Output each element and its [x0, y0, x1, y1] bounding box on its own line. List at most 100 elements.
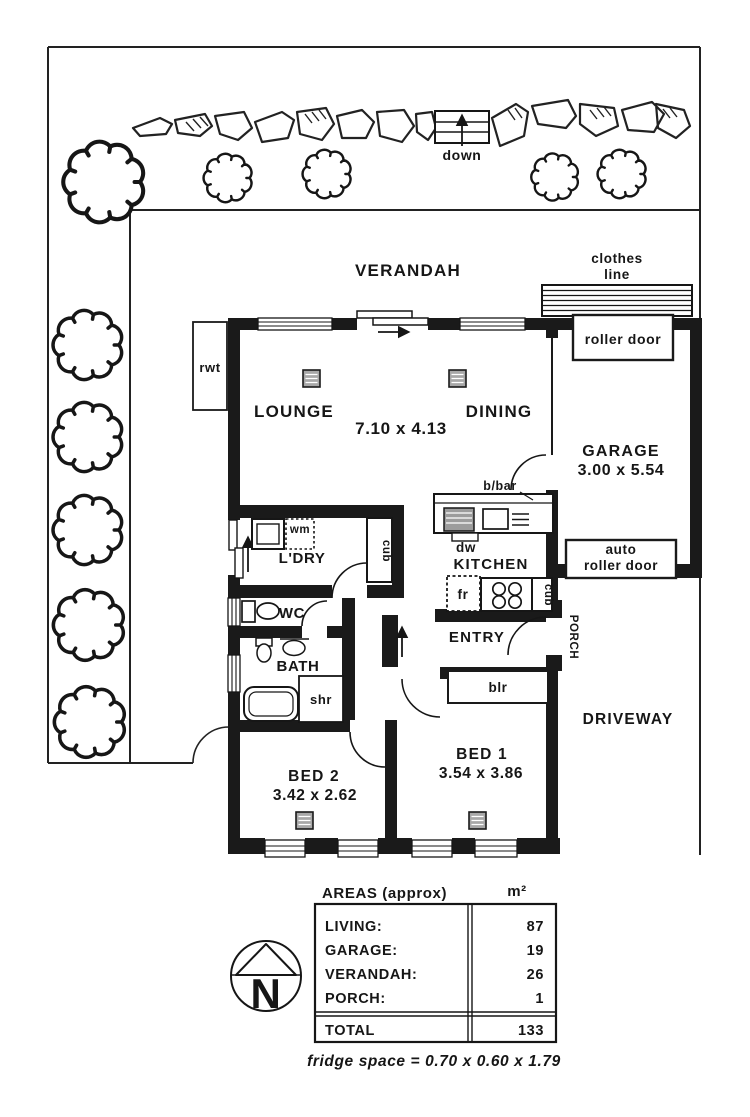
- fridge-note: fridge space = 0.70 x 0.60 x 1.79: [307, 1053, 561, 1070]
- tree-icon: [51, 493, 124, 567]
- entry-door-arc: [507, 616, 547, 656]
- total-label: TOTAL: [325, 1023, 375, 1039]
- garden-steps: [434, 110, 490, 146]
- cub-kitchen-label: cub: [542, 584, 554, 606]
- bbar-leader-line: [519, 491, 534, 501]
- rainwater-tank-box: [192, 321, 228, 411]
- area-row-value: 26: [527, 967, 544, 983]
- area-row-value: 1: [535, 991, 544, 1007]
- roller-door-label: roller door: [585, 331, 662, 347]
- area-row-label: GARAGE:: [325, 943, 398, 959]
- laundry-fixtures: [251, 517, 393, 583]
- laundry-trough: [251, 518, 285, 550]
- verandah-label: VERANDAH: [355, 261, 461, 280]
- wc-label: WC: [279, 605, 305, 622]
- area-row-label: PORCH:: [325, 991, 386, 1007]
- rwt-label: rwt: [199, 360, 220, 375]
- north-compass-icon: N: [230, 940, 302, 1017]
- shr-label: shr: [310, 692, 332, 707]
- sink: [482, 508, 529, 530]
- laundry-door-arc: [331, 562, 368, 599]
- vent-icon: [302, 369, 321, 388]
- bath-label: BATH: [277, 658, 320, 675]
- bed2-door-arc: [349, 731, 386, 768]
- clothes-line-label-1: clothes: [591, 251, 642, 266]
- bed2-dims-label: 3.42 x 2.62: [273, 787, 357, 804]
- auto-roller-door-box: [564, 538, 678, 580]
- dw-label: dw: [456, 540, 476, 555]
- cub-laundry-label: cub: [380, 540, 392, 562]
- north-letter: N: [251, 970, 282, 1017]
- window: [411, 839, 453, 858]
- tree-icon: [51, 400, 124, 474]
- areas-unit: m²: [507, 883, 527, 900]
- wm-label: wm: [289, 524, 310, 536]
- clothes-line: [541, 284, 693, 317]
- window: [227, 654, 241, 693]
- roller-door-box: [571, 313, 675, 362]
- garage-dims-label: 3.00 x 5.54: [578, 462, 665, 479]
- vent-icon: [468, 811, 487, 830]
- washing-machine-space: [285, 518, 315, 550]
- bed1-door-arc: [401, 678, 441, 718]
- window: [264, 839, 306, 858]
- bathtub: [243, 686, 299, 722]
- sliding-door: [356, 310, 429, 339]
- down-label: down: [443, 147, 482, 163]
- tree-icon: [530, 152, 580, 202]
- driveway-label: DRIVEWAY: [583, 711, 674, 728]
- lounge-label: LOUNGE: [254, 402, 334, 421]
- living-dims-label: 7.10 x 4.13: [355, 419, 447, 438]
- wc-door-arc: [301, 600, 328, 627]
- tree-icon: [202, 152, 253, 204]
- dishwasher: [443, 507, 475, 532]
- cooktop: [480, 577, 533, 612]
- window: [227, 597, 241, 627]
- shower: [298, 675, 344, 723]
- window: [257, 317, 333, 331]
- blr-label: blr: [488, 680, 507, 695]
- bed1-dims-label: 3.54 x 3.86: [439, 765, 523, 782]
- dining-label: DINING: [466, 402, 533, 421]
- area-row-label: VERANDAH:: [325, 967, 417, 983]
- total-value: 133: [518, 1023, 544, 1039]
- laundry-cupboard: [366, 517, 393, 583]
- bed1-label: BED 1: [456, 746, 508, 763]
- window: [459, 317, 526, 331]
- kitchen-fixtures: [433, 491, 554, 612]
- kitchen-label: KITCHEN: [453, 556, 528, 573]
- porch-label: PORCH: [567, 615, 579, 660]
- garage-label: GARAGE: [582, 443, 659, 460]
- bed2-label: BED 2: [288, 768, 340, 785]
- laundry-label: L'DRY: [279, 550, 326, 567]
- garden-gate-arc: [192, 726, 230, 764]
- entry-label: ENTRY: [449, 629, 505, 646]
- tree-icon: [52, 684, 127, 760]
- clothes-line-label-2: line: [604, 267, 630, 282]
- vanity-basin: [280, 638, 309, 657]
- area-row-value: 19: [527, 943, 544, 959]
- area-row-value: 87: [527, 919, 544, 935]
- area-row-label: LIVING:: [325, 919, 382, 935]
- areas-title: AREAS (approx): [322, 885, 447, 902]
- auto-roller-door-label-2: roller door: [584, 558, 658, 573]
- window: [337, 839, 379, 858]
- tree-icon: [63, 142, 143, 223]
- tree-icon: [301, 148, 352, 200]
- bathroom-fixtures: [241, 600, 344, 723]
- garage-door-arc: [510, 454, 547, 491]
- kitchen-cupboard: [531, 577, 553, 612]
- window: [474, 839, 518, 858]
- garden-rocks: [131, 98, 692, 148]
- areas-table: AREAS (approx) m² LIVING: 87 GARAGE: 19 …: [313, 883, 558, 1044]
- bbar-label: b/bar: [483, 479, 517, 493]
- vent-icon: [295, 811, 314, 830]
- tree-icon: [51, 308, 124, 382]
- porch-notch: [546, 618, 566, 655]
- tree-icon: [596, 148, 647, 200]
- tree-icon: [51, 587, 126, 663]
- vent-icon: [448, 369, 467, 388]
- doors: [228, 310, 547, 768]
